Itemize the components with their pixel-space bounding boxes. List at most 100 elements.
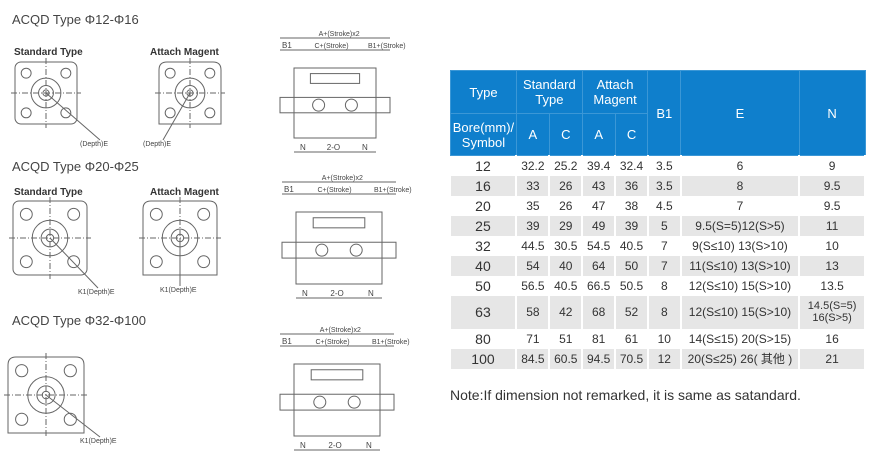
dim-b1-label: B1 [282, 337, 292, 346]
depth-label: (Depth)E [143, 141, 171, 148]
dim-b1s-label: B1+(Stroke) [374, 187, 412, 194]
table-cell: 36 [615, 175, 649, 196]
table-cell: 11 [799, 215, 866, 236]
table-cell: 12 [450, 155, 518, 176]
cylinder-front-outline [158, 61, 222, 125]
table-cell: 63 [450, 295, 518, 329]
table-cell: 51 [549, 328, 584, 349]
table-cell: 32 [450, 235, 518, 256]
mount-hole [204, 67, 216, 79]
dim-b1-label: B1 [284, 185, 294, 194]
mount-hole [67, 255, 81, 269]
table-cell: 14.5(S=5) 16(S>5) [799, 295, 866, 329]
table-cell: 52 [615, 295, 649, 329]
mount-hole [204, 107, 216, 119]
table-cell: 84.5 [516, 348, 551, 369]
table-cell: 9.5 [799, 195, 866, 216]
dim-n-label: N [362, 143, 368, 152]
mount-hole [164, 67, 176, 79]
table-cell: 10 [647, 328, 682, 349]
table-cell: 26 [549, 175, 584, 196]
dim-a-label: A+(Stroke)x2 [319, 31, 360, 38]
dim-c-label: C+(Stroke) [318, 187, 352, 194]
table-cell: 25 [450, 215, 518, 236]
table-cell: 40.5 [549, 275, 584, 296]
cylinder-side-body [293, 67, 377, 139]
leader-line [162, 92, 191, 141]
header-b1: B1 [647, 70, 682, 156]
table-cell: 66.5 [582, 275, 617, 296]
tie-rod [310, 369, 364, 381]
table-cell: 40 [549, 255, 584, 276]
header-attach-magent: Attach Magent [581, 70, 649, 114]
header-e: E [680, 70, 800, 156]
mount-hole [67, 207, 81, 221]
port-hole [347, 395, 361, 409]
table-cell: 70.5 [615, 348, 649, 369]
table-cell: 32.4 [615, 155, 649, 176]
header-type: Type [450, 70, 517, 114]
table-cell: 4.5 [647, 195, 682, 216]
port-hole [312, 98, 326, 112]
table-cell: 10 [799, 235, 866, 256]
table-cell: 43 [582, 175, 617, 196]
dim-o-label: 2-O [328, 441, 341, 450]
table-cell: 54 [516, 255, 551, 276]
table-cell: 7 [647, 235, 682, 256]
table-cell: 39 [615, 215, 649, 236]
table-cell: 42 [549, 295, 584, 329]
table-cell: 16 [799, 328, 866, 349]
dim-n-label: N [302, 289, 308, 298]
table-cell: 71 [516, 328, 551, 349]
depth-label: K1(Depth)E [160, 287, 197, 294]
table-cell: 20(S≤25) 26( 其他 ) [680, 348, 801, 369]
table-cell: 58 [516, 295, 551, 329]
mount-hole [197, 255, 211, 269]
table-cell: 9.5 [799, 175, 866, 196]
dim-o-label: 2-O [330, 289, 343, 298]
piston-rod [279, 393, 395, 411]
table-cell: 29 [549, 215, 584, 236]
table-cell: 38 [615, 195, 649, 216]
table-cell: 100 [450, 348, 518, 369]
table-cell: 9.5(S=5)12(S>5) [680, 215, 801, 236]
table-cell: 50.5 [615, 275, 649, 296]
depth-label: K1(Depth)E [78, 289, 115, 296]
table-cell: 8 [647, 275, 682, 296]
dim-a-label: A+(Stroke)x2 [320, 327, 361, 334]
table-cell: 3.5 [647, 175, 682, 196]
table-cell: 6 [680, 155, 801, 176]
table-cell: 68 [582, 295, 617, 329]
table-cell: 30.5 [549, 235, 584, 256]
cylinder-front-outline [7, 356, 85, 434]
dim-n-label: N [300, 441, 306, 450]
table-cell: 50 [615, 255, 649, 276]
mount-hole [20, 107, 32, 119]
table-cell: 3.5 [647, 155, 682, 176]
table-cell: 7 [647, 255, 682, 276]
tie-rod [312, 217, 366, 229]
dim-b1s-label: B1+(Stroke) [372, 339, 410, 346]
table-cell: 13 [799, 255, 866, 276]
depth-label: (Depth)E [80, 141, 108, 148]
rod-circle [36, 385, 56, 405]
table-cell: 8 [647, 295, 682, 329]
header-std-c: C [548, 113, 583, 156]
mount-hole [19, 255, 33, 269]
header-std-a: A [515, 113, 550, 156]
port-hole [315, 243, 329, 257]
table-cell: 39 [516, 215, 551, 236]
table-cell: 13.5 [799, 275, 866, 296]
table-cell: 47 [582, 195, 617, 216]
standard-type-label: Standard Type [14, 47, 83, 58]
table-cell: 26 [549, 195, 584, 216]
mount-hole [164, 107, 176, 119]
mount-hole [197, 207, 211, 221]
mount-hole [20, 67, 32, 79]
cylinder-side-body [295, 211, 383, 285]
